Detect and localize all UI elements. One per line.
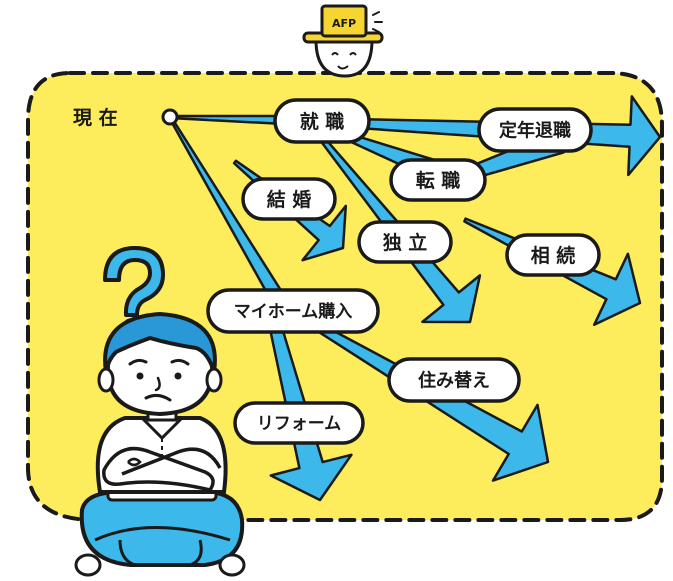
event-label: 相 続: [531, 244, 576, 267]
event-label: 住み替え: [418, 369, 490, 391]
event-pill-bg: [273, 98, 371, 144]
event-pill-reform: リフォーム: [233, 401, 365, 445]
event-pill-myhome: マイホーム購入: [206, 288, 380, 334]
start-node: [161, 108, 179, 126]
event-pill-teinen: 定年退職: [477, 107, 593, 153]
event-label: 定年退職: [499, 119, 571, 141]
event-pill-bg: [241, 177, 337, 221]
event-label: 転 職: [416, 169, 461, 192]
thinking-person-illustration: [74, 312, 246, 577]
event-pill-sumikae: 住み替え: [387, 357, 521, 403]
afp-label: AFP: [332, 17, 356, 30]
event-label: リフォーム: [257, 414, 342, 434]
event-pill-bg: [477, 107, 593, 153]
start-label: 現 在: [73, 106, 118, 129]
event-pill-bg: [505, 233, 601, 277]
event-pill-souzoku: 相 続: [505, 233, 601, 277]
event-pill-bg: [389, 158, 487, 202]
event-pill-bg: [206, 288, 380, 334]
event-pill-tenshoku: 転 職: [389, 158, 487, 202]
event-pill-bg: [357, 220, 453, 264]
event-pill-bg: [387, 357, 521, 403]
event-label: 就 職: [300, 110, 345, 133]
event-label: マイホーム購入: [234, 301, 353, 322]
event-label: 結 婚: [267, 188, 312, 211]
event-pill-bg: [233, 401, 365, 445]
afp-mascot: AFP: [302, 4, 384, 78]
event-pill-dokuritsu: 独 立: [357, 220, 453, 264]
event-pill-kekkon: 結 婚: [241, 177, 337, 221]
event-label: 独 立: [383, 231, 428, 254]
event-pill-shushoku: 就 職: [273, 98, 371, 144]
